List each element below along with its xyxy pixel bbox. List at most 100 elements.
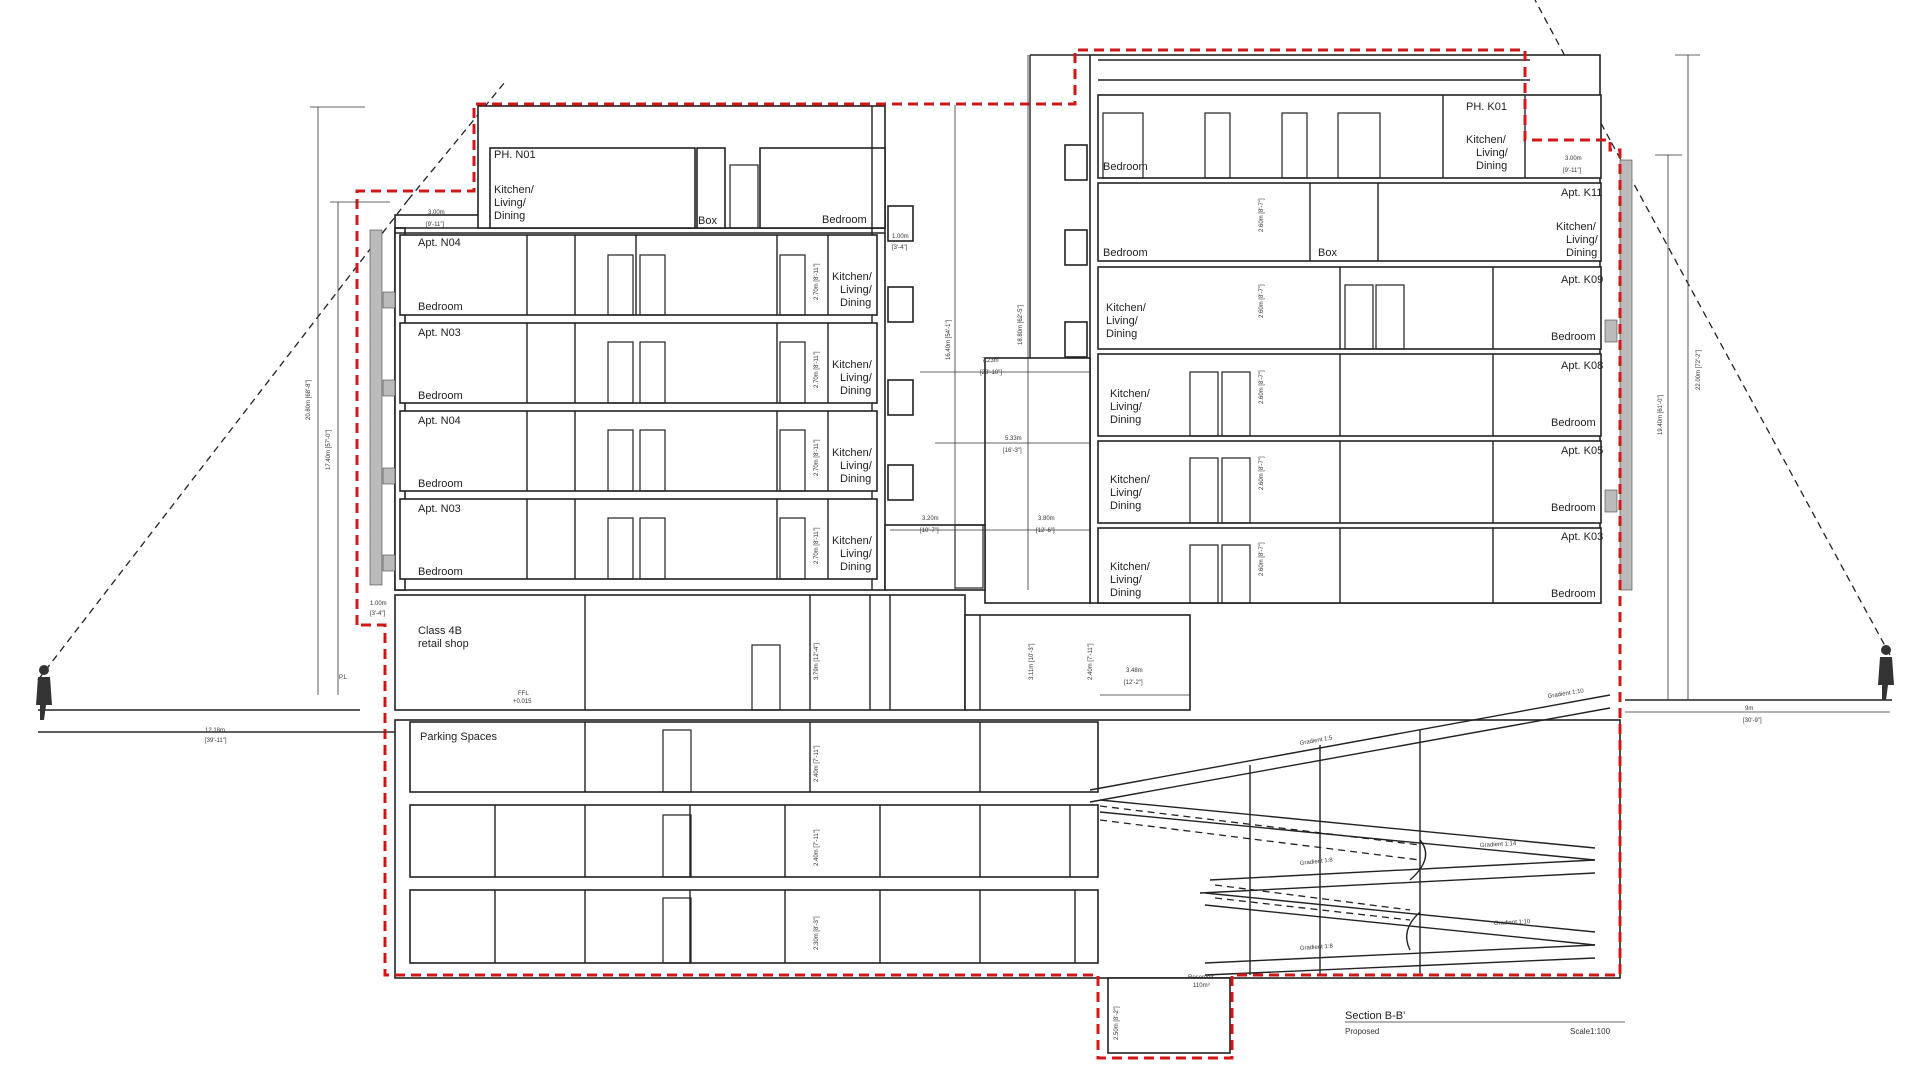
dim-1-00: 1.00m [370, 601, 387, 607]
dim-3m-ft: [9'-11"] [426, 222, 445, 228]
title-block: Section B-B' Proposed Scale1:100 [1345, 1010, 1625, 1036]
svg-text:Dining: Dining [840, 385, 871, 397]
sight-line-left-top [407, 81, 506, 201]
dim-9m-ft: [30'-9"] [1743, 718, 1762, 724]
dim-2-50: 2.50m [8'-2"] [1114, 1006, 1120, 1040]
dim-7-23-ft: [23'-10"] [980, 370, 1002, 376]
svg-text:Kitchen/: Kitchen/ [832, 447, 873, 459]
svg-text:Living/: Living/ [840, 284, 873, 296]
n-floor-4 [399, 498, 878, 580]
dim-2-30: 2.30m [8'-3"] [814, 916, 820, 950]
sight-line-left [37, 199, 409, 681]
n-floor-2 [399, 322, 878, 404]
dim-3-48-ft: [12'-2"] [1124, 680, 1143, 686]
label-kitchen-k-ph: Kitchen/ Living/ Dining [1466, 134, 1509, 172]
label-kitchen-n-ph: Kitchen/ Living/ Dining [494, 184, 535, 222]
svg-text:Living/: Living/ [1566, 234, 1599, 246]
label-gradient: Gradient 1:14 [1480, 841, 1517, 849]
label-ph-k01: PH. K01 [1466, 101, 1507, 113]
label-bedroom: Bedroom [418, 301, 463, 313]
dim-2-70: 2.70m [8'-11"] [814, 263, 820, 300]
dim-19-40: 19.40m [61'-0"] [1658, 394, 1664, 435]
label-bedroom: Bedroom [1103, 161, 1148, 173]
label-kitchen-k05: Kitchen/ Living/ Dining [1110, 474, 1151, 512]
label-bedroom: Bedroom [1551, 502, 1596, 514]
dim-2-70: 2.70m [8'-11"] [814, 439, 820, 476]
dim-1-00-ft: [3'-4"] [370, 611, 386, 617]
svg-text:Living/: Living/ [840, 372, 873, 384]
dim-3m: 3.00m [428, 210, 445, 216]
label-apt-n04-b: Apt. N04 [418, 415, 461, 427]
dim-3-80: 3.80m [1038, 516, 1055, 522]
label-apt-n03-b: Apt. N03 [418, 503, 461, 515]
svg-text:Kitchen/: Kitchen/ [1110, 561, 1151, 573]
label-reservoir: Reservoir [1188, 975, 1214, 981]
dim-1-00-b: 1.00m [892, 234, 909, 240]
dim-5-33: 5.33m [1005, 436, 1022, 442]
label-apt-n03-a: Apt. N03 [418, 327, 461, 339]
label-apt-n04-a: Apt. N04 [418, 237, 461, 249]
svg-text:Living/: Living/ [840, 460, 873, 472]
k-block [1064, 54, 1633, 604]
svg-text:Kitchen/: Kitchen/ [1110, 474, 1151, 486]
svg-text:Living/: Living/ [494, 197, 527, 209]
dimension-lines [40, 54, 1890, 733]
dim-12-18: 12.18m [205, 728, 225, 734]
dim-2-40: 2.40m [7'-11"] [814, 829, 820, 866]
dim-17-40: 17.40m [57'-0"] [326, 429, 332, 470]
label-bedroom: Bedroom [418, 478, 463, 490]
drawing-subtitle: Proposed [1345, 1027, 1379, 1036]
dim-9m: 9m [1745, 706, 1753, 712]
svg-text:Kitchen/: Kitchen/ [1106, 302, 1147, 314]
svg-text:Living/: Living/ [1110, 574, 1143, 586]
label-apt-k05: Apt. K05 [1561, 445, 1603, 457]
n-floor-1 [399, 234, 878, 316]
label-kitchen-k03: Kitchen/ Living/ Dining [1110, 561, 1151, 599]
svg-text:Living/: Living/ [1106, 315, 1139, 327]
svg-text:Kitchen/: Kitchen/ [832, 359, 873, 371]
label-bedroom: Bedroom [1551, 417, 1596, 429]
label-gradient: Gradient 1:10 [1547, 688, 1585, 700]
n-floor-3 [399, 410, 878, 492]
label-kitchen-n3: Kitchen/ Living/ Dining [832, 447, 873, 485]
label-parking: Parking Spaces [420, 731, 498, 743]
label-kitchen-k08: Kitchen/ Living/ Dining [1110, 388, 1151, 426]
central-core [884, 54, 1091, 604]
label-gradient: Gradient 1:8 [1300, 858, 1334, 867]
dim-2-70: 2.70m [8'-11"] [814, 527, 820, 564]
svg-text:Kitchen/: Kitchen/ [1556, 221, 1597, 233]
label-box: Box [1318, 247, 1337, 259]
dim-3-20: 3.20m [922, 516, 939, 522]
label-ffl: FFL [518, 691, 529, 697]
label-pl: P.L [339, 675, 348, 681]
svg-text:Dining: Dining [840, 473, 871, 485]
svg-text:Dining: Dining [1110, 500, 1141, 512]
svg-text:Dining: Dining [1110, 587, 1141, 599]
label-retail-shop: retail shop [418, 638, 469, 650]
person-silhouette-icon [36, 665, 52, 720]
label-gradient: Gradient 1:8 [1300, 944, 1334, 952]
n-block [369, 105, 914, 591]
label-reservoir-volume: 110m³ [1193, 983, 1210, 989]
svg-text:Dining: Dining [840, 561, 871, 573]
dim-3m-right-ft: [9'-11"] [1563, 168, 1582, 174]
svg-text:Kitchen/: Kitchen/ [832, 271, 873, 283]
dim-2-60: 2.60m [8'-7"] [1259, 284, 1265, 318]
dim-1-00-b-ft: [3'-4"] [892, 245, 908, 251]
svg-text:Living/: Living/ [1476, 147, 1509, 159]
label-bedroom: Bedroom [1551, 331, 1596, 343]
dim-3-11: 3.11m [10'-3"] [1029, 643, 1035, 680]
ground-floor [394, 594, 1191, 711]
label-ph-n01: PH. N01 [494, 149, 536, 161]
drawing-title: Section B-B' [1345, 1010, 1405, 1022]
dim-5-33-ft: [16'-3"] [1003, 448, 1022, 454]
label-kitchen-n1: Kitchen/ Living/ Dining [832, 271, 873, 309]
svg-text:Living/: Living/ [1110, 401, 1143, 413]
dim-2-40: 2.40m [7'-11"] [1088, 643, 1094, 680]
label-box: Box [698, 215, 717, 227]
dim-18-80: 18.80m [62'-5"] [1018, 304, 1024, 345]
svg-text:Living/: Living/ [840, 548, 873, 560]
dim-3m-right: 3.00m [1565, 156, 1582, 162]
sight-line-right [1609, 139, 1891, 656]
